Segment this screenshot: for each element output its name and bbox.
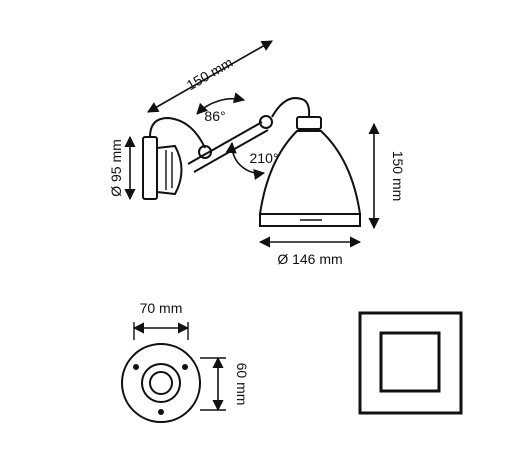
lamp-side-view xyxy=(142,97,362,227)
shade-cap xyxy=(296,116,322,130)
shade-rotation-arc xyxy=(225,141,266,181)
arm-length-dimension-line xyxy=(147,40,273,113)
arm-length-label: 150 mm xyxy=(184,54,236,93)
arm-upper-edge xyxy=(187,121,263,165)
shade-diameter-label: Ø 146 mm xyxy=(277,251,342,267)
screw-top-left xyxy=(133,364,139,370)
plate-outer-ring xyxy=(121,343,201,423)
screw-bottom xyxy=(158,409,164,415)
arm-angle-arc xyxy=(196,92,246,115)
wall-plate-front-view xyxy=(121,343,201,423)
neck-cable xyxy=(271,97,311,118)
arm-cable xyxy=(149,116,206,149)
plate-middle-ring xyxy=(141,363,181,403)
wall-base xyxy=(156,144,183,196)
arm-angle-label: 86° xyxy=(204,108,225,124)
screw-top-right xyxy=(182,364,188,370)
upper-joint xyxy=(259,115,273,129)
plate-height-label: 60 mm xyxy=(234,363,250,406)
shade-rotation-label: 210° xyxy=(250,150,279,166)
base-diameter-label: Ø 95 mm xyxy=(108,139,124,197)
double-square-frame-icon xyxy=(358,311,463,415)
shade-rim xyxy=(259,213,361,227)
shade-body xyxy=(258,130,362,215)
shade-height-label: 150 mm xyxy=(390,151,406,202)
plate-width-label: 70 mm xyxy=(140,300,183,316)
wall-plate xyxy=(142,136,158,200)
plate-center-hole xyxy=(149,371,173,395)
